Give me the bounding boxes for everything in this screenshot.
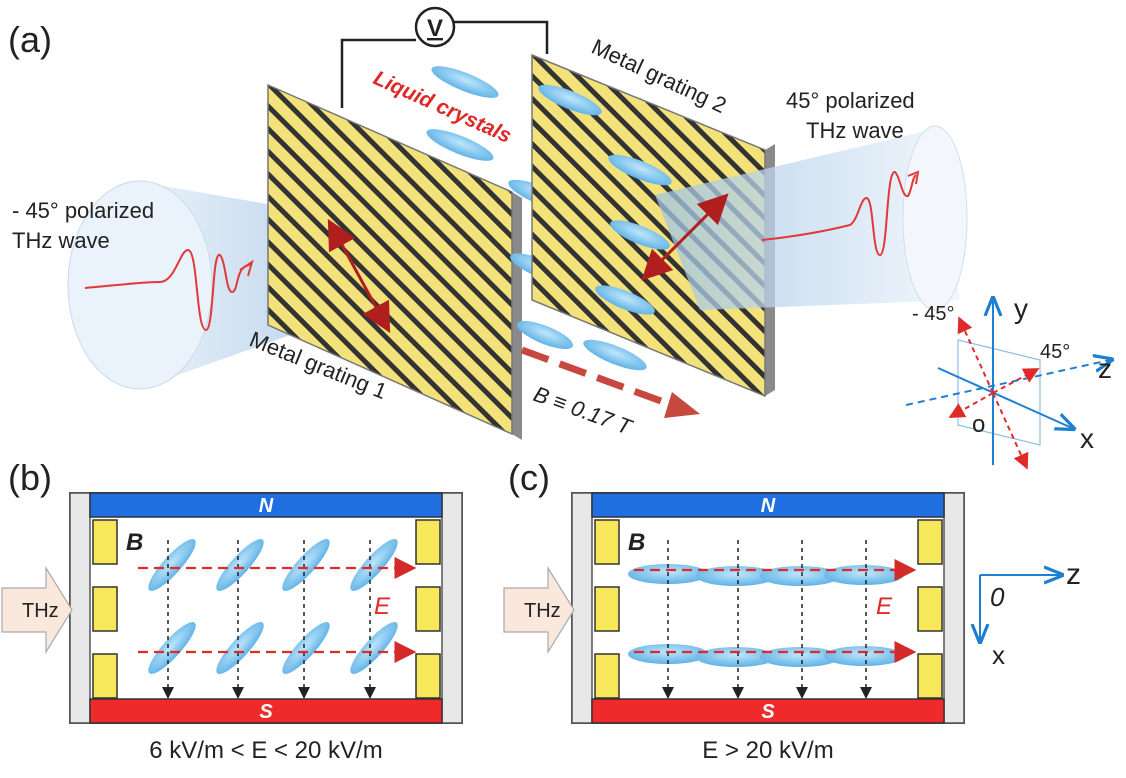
panel-b-caption: 6 kV/m < E < 20 kV/m — [149, 737, 382, 764]
thz-label-b: THz — [22, 600, 59, 622]
coordinate-axes-2d: z 0 x — [980, 558, 1081, 670]
south-label: S — [259, 701, 273, 723]
panel-c-cell: N S B E — [571, 492, 965, 724]
panel-b-thz-arrow: THz — [1, 565, 73, 655]
magnet-north-c — [591, 492, 945, 518]
panel-b-label: (b) — [8, 457, 52, 498]
magnet-north — [89, 492, 443, 518]
axis-origin-label: o — [972, 411, 985, 438]
magnetic-field-arrowhead — [664, 392, 700, 418]
coordinate-axes-3d: y z x o - 45° 45° — [905, 293, 1112, 470]
b-field-label: B — [126, 529, 143, 556]
e-field-label-c: E — [876, 593, 893, 620]
panel-a-label: (a) — [8, 19, 52, 60]
input-polarization-arrow — [327, 218, 391, 334]
input-wave-arrow — [239, 259, 254, 277]
liquid-crystal-molecules-front — [538, 84, 672, 315]
magnet-south — [89, 698, 443, 724]
field-strength-label: B ≡ 0.17 T — [530, 381, 636, 440]
input-wave-label-2: THz wave — [12, 228, 110, 253]
b-field-label-c: B — [628, 529, 645, 556]
north-label: N — [259, 495, 274, 517]
axis-minus45-label: - 45° — [912, 303, 954, 325]
e-field-label: E — [374, 593, 391, 620]
axis2d-x-label: x — [992, 640, 1005, 670]
output-thz-wave — [761, 170, 917, 257]
north-label-c: N — [761, 495, 776, 517]
panel-b-cell: N S B E — [69, 492, 463, 724]
input-thz-wave — [84, 248, 253, 332]
axis-plus45-label: 45° — [1040, 341, 1070, 363]
panel-c-label: (c) — [508, 457, 550, 498]
thz-label-c: THz — [524, 600, 561, 622]
voltmeter-icon — [414, 6, 456, 48]
output-wave-label-2: THz wave — [806, 118, 904, 143]
south-label-c: S — [761, 701, 775, 723]
magnet-south-c — [591, 698, 945, 724]
output-polarization-arrow — [641, 193, 729, 281]
axis2d-z-label: z — [1066, 558, 1081, 591]
axis-y-label: y — [1014, 293, 1028, 324]
magnetic-field-arrow — [520, 346, 682, 412]
axis2d-origin-label: 0 — [990, 582, 1005, 612]
output-wave-arrow — [907, 170, 920, 185]
voltmeter-label: V — [427, 15, 443, 42]
panel-c-thz-arrow: THz — [503, 565, 575, 655]
axis-z-label: z — [1098, 353, 1112, 384]
panel-c-caption: E > 20 kV/m — [702, 737, 833, 764]
input-wave-label-1: - 45° polarized — [12, 198, 154, 223]
voltmeter-circuit: V — [340, 6, 549, 108]
output-wave-label-1: 45° polarized — [786, 88, 915, 113]
axis-x-label: x — [1080, 423, 1094, 454]
